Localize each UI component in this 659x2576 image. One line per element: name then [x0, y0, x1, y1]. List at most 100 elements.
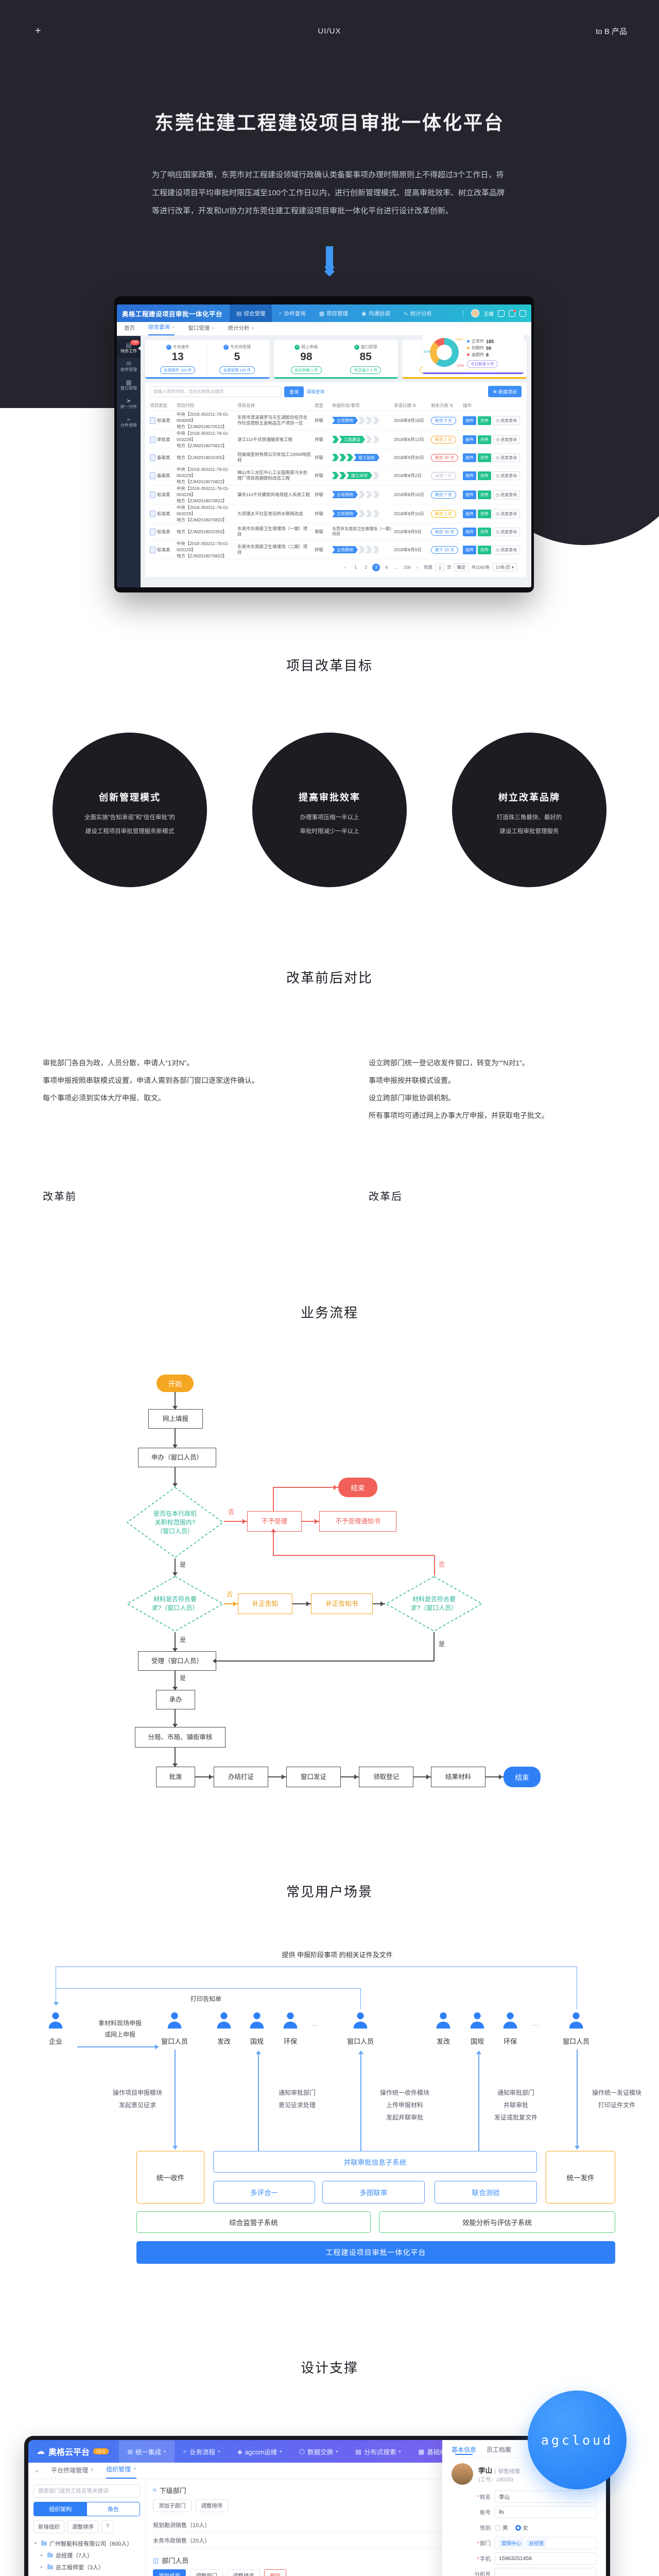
tab-close-icon[interactable]: × — [172, 324, 175, 330]
receive-button[interactable]: 接件 — [463, 509, 476, 518]
tree-button[interactable]: 调整排序 — [67, 2520, 98, 2533]
page-number[interactable]: 4 — [385, 565, 388, 570]
page-number[interactable]: 100 — [403, 565, 411, 570]
bell-icon[interactable] — [509, 309, 516, 317]
dashboard-nav-item[interactable]: ∿ 统计分析 — [397, 304, 439, 322]
more-icon[interactable]: ⋮ — [460, 310, 467, 317]
table-row[interactable]: 备案类 地方【ZJM2018020355】 冠美级型材有限公司年加工10000吨… — [150, 449, 522, 466]
dept-chip[interactable]: 营销中心 — [499, 2539, 524, 2547]
add-member-button[interactable]: 添加成员 — [153, 2569, 186, 2576]
account-field[interactable]: lls — [495, 2506, 597, 2518]
admin-nav-item[interactable]: ⊞ 统一集成 ▾ — [118, 2440, 175, 2463]
table-row[interactable]: 标准类 地方【ZJM2018020355】 东莞市东南部卫生填埋场（一期）项目 … — [150, 523, 522, 540]
apps-icon[interactable] — [519, 310, 526, 317]
project-search-input[interactable] — [150, 386, 281, 397]
receive-button[interactable]: 接件 — [463, 471, 476, 480]
handle-button[interactable]: 办件 — [478, 416, 491, 425]
progress-button[interactable]: ◷进度查询 — [493, 435, 520, 444]
tree-item[interactable]: ▸总经理（7人） — [41, 2552, 93, 2559]
receive-button[interactable]: 接件 — [463, 490, 476, 499]
dept-action-button[interactable]: 添加子部门 — [153, 2499, 192, 2512]
tree-button[interactable]: 新增组织 — [33, 2520, 64, 2533]
admin-tab[interactable]: 组织管理 × — [106, 2465, 136, 2479]
page-number[interactable]: 2 — [365, 565, 367, 570]
receive-button[interactable]: 接件 — [463, 435, 476, 444]
handle-button[interactable]: 办件 — [478, 509, 491, 518]
goto-confirm-button[interactable]: 确定 — [454, 563, 469, 571]
sidebar-item[interactable]: ➢ 分件预审 — [117, 413, 141, 432]
tree-root[interactable]: ▾广州智能科技有限公司（600人） — [34, 2540, 133, 2547]
admin-nav-item[interactable]: ⌕ 业务流程 ▾ — [175, 2440, 229, 2463]
progress-button[interactable]: ◷进度查询 — [493, 416, 520, 425]
adjust-order-button[interactable]: 调整排序 — [227, 2569, 260, 2576]
dashboard-nav-item[interactable]: ▤ 综合受理 — [230, 304, 272, 322]
progress-button[interactable]: ◷进度查询 — [493, 509, 520, 518]
tree-button[interactable]: ? — [101, 2520, 114, 2533]
goto-input[interactable]: 3 — [435, 563, 445, 571]
receive-button[interactable]: 接件 — [463, 527, 476, 536]
handle-button[interactable]: 办件 — [478, 490, 491, 499]
admin-nav-item[interactable]: ⬡ 数据交换 ▾ — [290, 2440, 346, 2463]
dept-action-button[interactable]: 调整排序 — [195, 2499, 229, 2512]
prev-page-button[interactable]: ‹ — [344, 565, 346, 570]
menu-plus-button[interactable]: + — [35, 25, 41, 37]
sidebar-item[interactable]: ✉ 收件受理 — [117, 358, 141, 376]
progress-button[interactable]: ◷进度查询 — [493, 453, 520, 462]
drawer-tab[interactable]: 员工档案 — [487, 2446, 512, 2453]
sidebar-item[interactable]: ➤ 统一分件 — [117, 395, 141, 413]
handle-button[interactable]: 办件 — [478, 545, 491, 554]
segment-option[interactable]: 组织架构 — [34, 2502, 87, 2516]
nav-link-uiux[interactable]: UI/UX — [318, 26, 341, 36]
progress-button[interactable]: ◷进度查询 — [493, 471, 520, 480]
segment-option[interactable]: 角色 — [86, 2502, 140, 2516]
receive-button[interactable]: 接件 — [463, 453, 476, 462]
radio-female[interactable]: 女 — [515, 2524, 528, 2532]
dashboard-nav-item[interactable]: ◉ 沟通协调 — [355, 304, 397, 322]
handle-button[interactable]: 办件 — [478, 453, 491, 462]
tab-close-icon[interactable]: × — [212, 325, 215, 331]
avatar[interactable] — [471, 309, 479, 317]
table-row[interactable]: 标准类 中央【2018-350211-78-01-003229】地方【ZJM20… — [150, 504, 522, 523]
tab-close-icon[interactable]: × — [91, 2467, 94, 2473]
name-field[interactable]: 李山 — [495, 2490, 597, 2503]
page-number[interactable]: 1 — [354, 565, 357, 570]
advanced-search-link[interactable]: 高级查询 — [307, 389, 325, 394]
page-size-select[interactable]: 10条/页 ▾ — [492, 563, 517, 571]
search-button[interactable]: 查询 — [284, 386, 304, 397]
table-row[interactable]: 标准类 中央【2018-350211-78-01-003229】地方【ZJM20… — [150, 540, 522, 560]
progress-button[interactable]: ◷进度查询 — [493, 490, 520, 499]
ext-field[interactable] — [495, 2568, 597, 2576]
table-row[interactable]: 审批类 中央【2018-350211-78-01-003229】地方【ZJM20… — [150, 430, 522, 449]
sidebar-item[interactable]: ▤ 待办工作 152 — [117, 339, 141, 358]
phone-field[interactable]: 15963251456 — [495, 2552, 597, 2565]
progress-button[interactable]: ◷进度查询 — [493, 545, 520, 554]
delete-button[interactable]: 删除 — [264, 2569, 286, 2576]
table-row[interactable]: 标准类 中央【2018-350211-78-01-004009】地方【ZJM20… — [150, 411, 522, 430]
dashboard-tab[interactable]: 窗口受理 × — [188, 324, 214, 335]
admin-tab[interactable]: 平台终端管理 × — [51, 2466, 94, 2479]
progress-button[interactable]: ◷进度查询 — [493, 527, 520, 536]
dashboard-tab[interactable]: 首页 — [124, 324, 135, 335]
new-project-button[interactable]: ⊕新建项目 — [488, 386, 522, 397]
dashboard-nav-item[interactable]: ▦ 项目管理 — [313, 304, 355, 322]
sidebar-item[interactable]: ▦ 窗口受理 — [117, 376, 141, 395]
tree-item[interactable]: ▸总工程师室（3人） — [41, 2564, 105, 2571]
page-number[interactable]: ... — [395, 565, 399, 570]
radio-male[interactable]: 男 — [495, 2524, 508, 2532]
dept-row[interactable]: 水务市政销售（20人） — [153, 2533, 599, 2548]
dashboard-tab[interactable]: 综合查询 × — [148, 323, 175, 335]
nav-link-tob[interactable]: to B 产品 — [596, 27, 627, 36]
receive-button[interactable]: 接件 — [463, 545, 476, 554]
org-search-input[interactable] — [33, 2484, 140, 2498]
dept-field[interactable]: 营销中心 总经理 — [495, 2537, 597, 2549]
tree-item[interactable]: ▸运营中心（43人） — [33, 2573, 140, 2576]
handle-button[interactable]: 办件 — [478, 527, 491, 536]
drawer-tab[interactable]: 基本信息 — [452, 2446, 477, 2453]
collapse-icon[interactable]: « — [36, 2468, 39, 2475]
handle-button[interactable]: 办件 — [478, 471, 491, 480]
dept-row[interactable]: 规划勘测销售（10人） — [153, 2517, 599, 2533]
help-icon[interactable] — [498, 310, 505, 317]
receive-button[interactable]: 接件 — [463, 416, 476, 425]
tab-close-icon[interactable]: × — [251, 325, 254, 331]
page-number[interactable]: 3 — [372, 563, 380, 571]
